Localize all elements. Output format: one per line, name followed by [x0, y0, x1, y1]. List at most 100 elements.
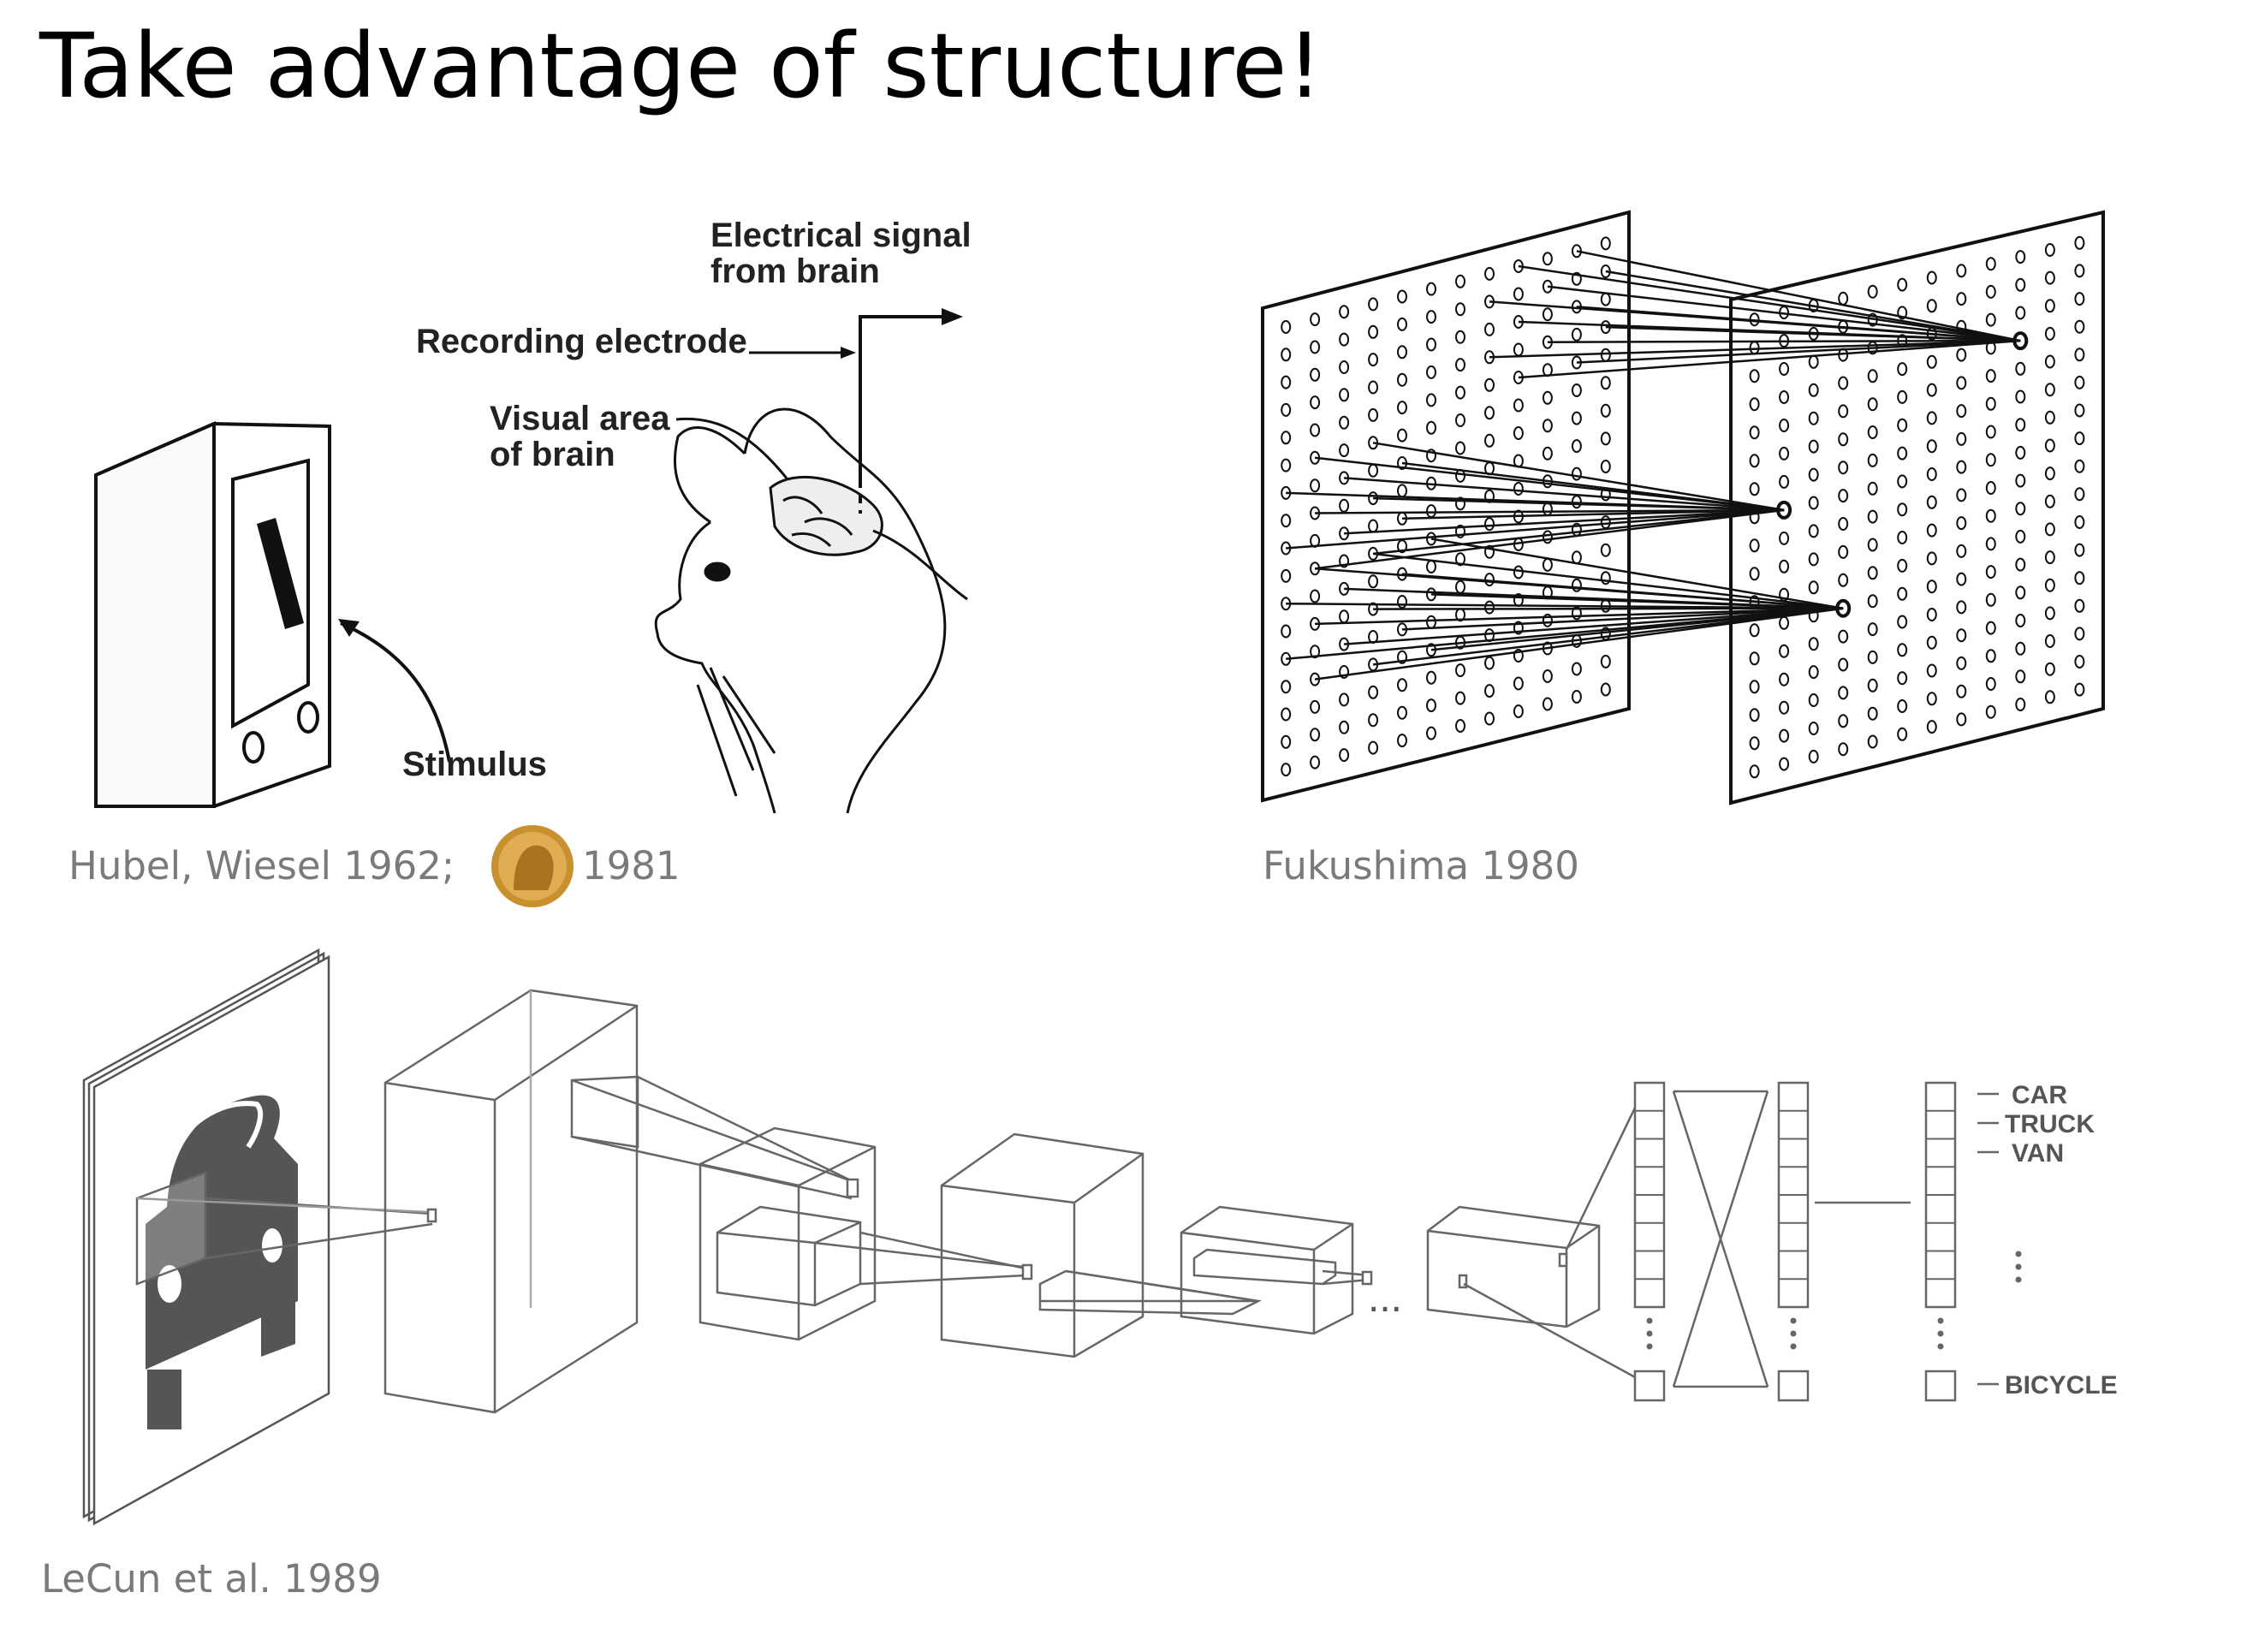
output-unit	[2015, 669, 2026, 684]
output-unit	[1897, 277, 1908, 292]
input-unit	[1281, 680, 1292, 694]
output-unit	[2015, 502, 2026, 516]
output-unit	[1779, 615, 1790, 630]
label-electrical-signal-2: from brain	[710, 253, 880, 290]
output-unit	[2074, 431, 2085, 446]
input-unit	[1600, 236, 1611, 251]
input-unit	[1484, 406, 1495, 420]
output-unit	[1808, 439, 1819, 454]
output-unit	[1749, 623, 1760, 638]
input-unit	[1310, 423, 1321, 437]
input-unit	[1600, 431, 1611, 446]
output-unit	[1926, 551, 1937, 566]
connection-line	[1576, 250, 2021, 342]
output-unit	[1926, 523, 1937, 538]
output-unit	[1985, 481, 1996, 495]
output-unit	[2015, 641, 2026, 656]
input-unit	[1455, 663, 1465, 678]
input-unit	[1310, 589, 1321, 603]
output-unit	[1926, 270, 1937, 285]
fc-last-unit	[1633, 1370, 1666, 1402]
input-unit	[1426, 504, 1436, 519]
input-unit	[1484, 322, 1495, 336]
output-unit	[1926, 663, 1937, 678]
output-unit	[2074, 543, 2085, 557]
input-unit	[1571, 383, 1582, 397]
output-unit	[2074, 319, 2085, 334]
input-unit	[1339, 443, 1350, 458]
output-unit	[2044, 299, 2055, 313]
connection-line	[1489, 339, 2021, 359]
output-unit	[1779, 700, 1790, 715]
input-unit	[1426, 365, 1436, 379]
input-unit	[1484, 656, 1495, 670]
output-unit	[1956, 264, 1967, 278]
label-visual-area-2: of brain	[490, 436, 615, 473]
output-unit	[2015, 698, 2026, 711]
output-unit	[2015, 557, 2026, 572]
output-unit	[1838, 544, 1849, 559]
output-unit	[1838, 376, 1849, 390]
output-unit	[2044, 522, 2055, 537]
input-unit	[1513, 287, 1524, 301]
cat-head	[654, 407, 968, 814]
input-unit	[1571, 690, 1582, 704]
output-unit	[1749, 736, 1760, 751]
input-unit	[1368, 740, 1379, 755]
nobel-medal-icon	[491, 825, 574, 907]
input-unit	[1310, 367, 1321, 382]
output-unit	[1897, 389, 1908, 404]
connection-line	[1344, 508, 1785, 535]
input-unit	[1513, 342, 1524, 357]
input-unit	[1397, 345, 1407, 360]
connection-line	[1547, 339, 2021, 343]
hubel-wiesel-figure	[94, 308, 968, 814]
input-unit	[1455, 302, 1465, 317]
connection-line	[1430, 538, 1844, 609]
output-unit	[1867, 734, 1878, 749]
output-unit	[1808, 496, 1819, 510]
output-unit	[1779, 672, 1790, 686]
ellipsis-dot	[2015, 1276, 2022, 1283]
input-unit	[1600, 403, 1611, 418]
output-unit	[1956, 544, 1967, 558]
output-unit	[1956, 404, 1967, 419]
output-unit	[1779, 390, 1790, 404]
connection-line	[1314, 607, 1844, 680]
input-unit	[1368, 685, 1379, 699]
car-silhouette-icon	[146, 1095, 298, 1429]
output-unit	[1749, 341, 1760, 355]
output-unit	[2074, 571, 2085, 585]
output-unit	[1985, 677, 1996, 691]
fully-connected-layers	[1633, 1081, 1957, 1402]
output-unit	[1838, 714, 1849, 728]
output-unit	[2074, 292, 2085, 306]
input-unit	[1571, 439, 1582, 454]
output-unit	[1779, 728, 1790, 743]
input-unit	[1339, 332, 1350, 347]
output-unit	[1867, 284, 1878, 299]
output-unit	[1985, 592, 1996, 607]
connection-line	[1315, 607, 1844, 626]
input-unit	[1281, 514, 1292, 528]
input-unit	[1426, 726, 1436, 740]
input-unit	[1455, 413, 1465, 427]
input-unit	[1426, 393, 1436, 407]
connection-line	[1344, 607, 1844, 645]
output-unit	[1926, 383, 1937, 397]
output-unit	[1808, 354, 1819, 369]
output-unit	[1956, 516, 1967, 531]
output-unit	[1779, 446, 1790, 461]
input-unit	[1310, 395, 1321, 410]
output-unit	[1808, 722, 1819, 735]
output-unit	[1985, 649, 1996, 663]
input-unit	[1310, 699, 1321, 714]
conv-layer-3	[940, 1132, 1263, 1358]
output-unit	[1838, 742, 1849, 757]
input-unit	[1368, 380, 1379, 395]
input-unit	[1310, 340, 1321, 354]
output-unit	[2074, 515, 2085, 529]
output-unit	[1749, 538, 1760, 553]
input-unit	[1281, 458, 1292, 472]
output-unit	[1838, 573, 1849, 587]
